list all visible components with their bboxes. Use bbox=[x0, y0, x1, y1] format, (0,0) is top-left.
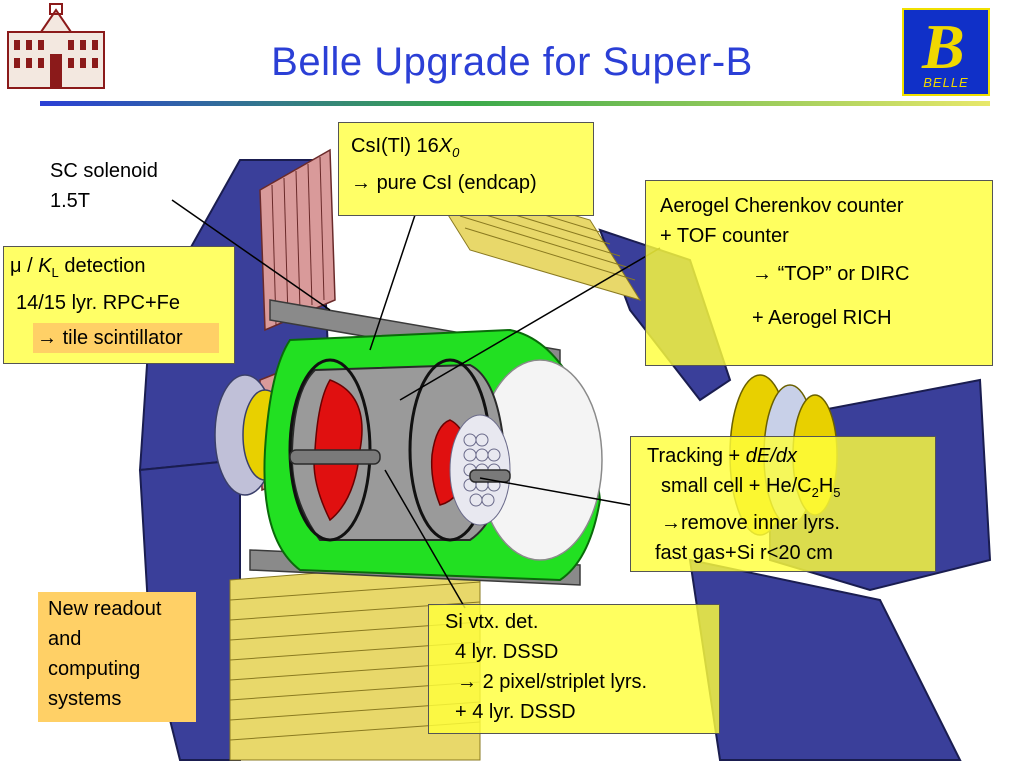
sc-solenoid-field: 1.5T bbox=[50, 190, 91, 212]
csi-title: CsI(Tl) 16X0 bbox=[351, 131, 581, 168]
plus-dssd-line: + 4 lyr. DSSD bbox=[455, 701, 576, 723]
readout-line4: systems bbox=[48, 688, 122, 710]
readout-line2: and bbox=[48, 628, 82, 650]
small-cell-label: small cell + He/C bbox=[661, 475, 812, 497]
endcap-plates-striped bbox=[271, 156, 325, 326]
readout-line1: New readout bbox=[48, 598, 162, 620]
si-vtx-title: Si vtx. det. bbox=[445, 611, 539, 633]
leader-lines bbox=[171, 199, 661, 609]
remove-layers-line: →remove inner lyrs. bbox=[647, 508, 919, 538]
top-dirc-line: → “TOP” or DIRC bbox=[660, 259, 978, 289]
arrow-icon: → bbox=[351, 172, 371, 194]
callout-readout: New readout and computing systems bbox=[38, 592, 196, 722]
muon-kl-title: μ / KL detection bbox=[10, 251, 228, 288]
csi-upgrade: → pure CsI (endcap) bbox=[351, 168, 581, 198]
title-underline bbox=[40, 101, 990, 106]
muon-layers: 14/15 lyr. RPC+Fe bbox=[16, 292, 180, 314]
si-dssd-layers: 4 lyr. DSSD bbox=[455, 641, 559, 663]
aerogel-rich-line: + Aerogel RICH bbox=[660, 303, 978, 333]
pixel-line: → 2 pixel/striplet lyrs. bbox=[445, 667, 703, 697]
c-subscript: 2 bbox=[811, 485, 819, 500]
callout-tracking: Tracking + dE/dx small cell + He/C2H5 →r… bbox=[630, 436, 936, 572]
mu-symbol: μ bbox=[10, 255, 22, 277]
mu-kl-slash: / bbox=[21, 255, 39, 277]
radiation-length-subscript: 0 bbox=[452, 145, 460, 160]
remove-layers-label: remove inner lyrs. bbox=[681, 512, 840, 534]
pixel-label: 2 pixel/striplet lyrs. bbox=[482, 671, 648, 693]
pure-csi-label: pure CsI (endcap) bbox=[376, 172, 537, 194]
detection-word: detection bbox=[58, 255, 146, 277]
tracking-label: Tracking + bbox=[647, 445, 746, 467]
readout-line3: computing bbox=[48, 658, 141, 680]
belle-logo: B BELLE bbox=[902, 8, 990, 96]
slide-title: Belle Upgrade for Super-B bbox=[271, 40, 753, 84]
klm-barrel-bottom bbox=[229, 559, 481, 761]
plus-symbol: + bbox=[752, 307, 764, 329]
tile-scintillator-label: tile scintillator bbox=[62, 327, 183, 349]
arrow-icon: → bbox=[661, 512, 681, 534]
radiation-length-symbol: X bbox=[438, 135, 453, 157]
university-building-logo bbox=[7, 3, 105, 89]
beampipe bbox=[289, 449, 511, 483]
tracking-title: Tracking + dE/dx bbox=[647, 441, 919, 471]
h-symbol: H bbox=[818, 475, 834, 497]
h-subscript: 5 bbox=[833, 485, 841, 500]
callout-sc-solenoid: SC solenoid 1.5T bbox=[50, 156, 158, 216]
aerogel-rich-label: Aerogel RICH bbox=[768, 307, 892, 329]
arrow-icon: → bbox=[37, 327, 57, 349]
callout-aerogel: Aerogel Cherenkov counter + TOF counter … bbox=[645, 180, 993, 366]
belle-logo-text: BELLE bbox=[923, 75, 969, 90]
top-dirc-label: “TOP” or DIRC bbox=[777, 263, 910, 285]
belle-logo-glyph: B bbox=[922, 11, 965, 82]
arrow-icon: → bbox=[457, 671, 477, 693]
fast-gas-line: fast gas+Si r<20 cm bbox=[655, 542, 833, 564]
callout-csi: CsI(Tl) 16X0 → pure CsI (endcap) bbox=[338, 122, 594, 216]
callout-tile-scintillator: → tile scintillator bbox=[33, 323, 219, 353]
aerogel-title: Aerogel Cherenkov counter bbox=[660, 195, 904, 217]
kl-subscript: L bbox=[51, 265, 59, 280]
sc-solenoid-label: SC solenoid bbox=[50, 160, 158, 182]
dedx-label: dE/dx bbox=[745, 445, 797, 467]
csi-label: CsI(Tl) 16 bbox=[351, 135, 439, 157]
arrow-icon: → bbox=[752, 263, 772, 285]
callout-silicon-vertex: Si vtx. det. 4 lyr. DSSD → 2 pixel/strip… bbox=[428, 604, 720, 734]
tof-counter: + TOF counter bbox=[660, 225, 789, 247]
kl-symbol: K bbox=[38, 255, 52, 277]
small-cell-line: small cell + He/C2H5 bbox=[647, 471, 919, 508]
